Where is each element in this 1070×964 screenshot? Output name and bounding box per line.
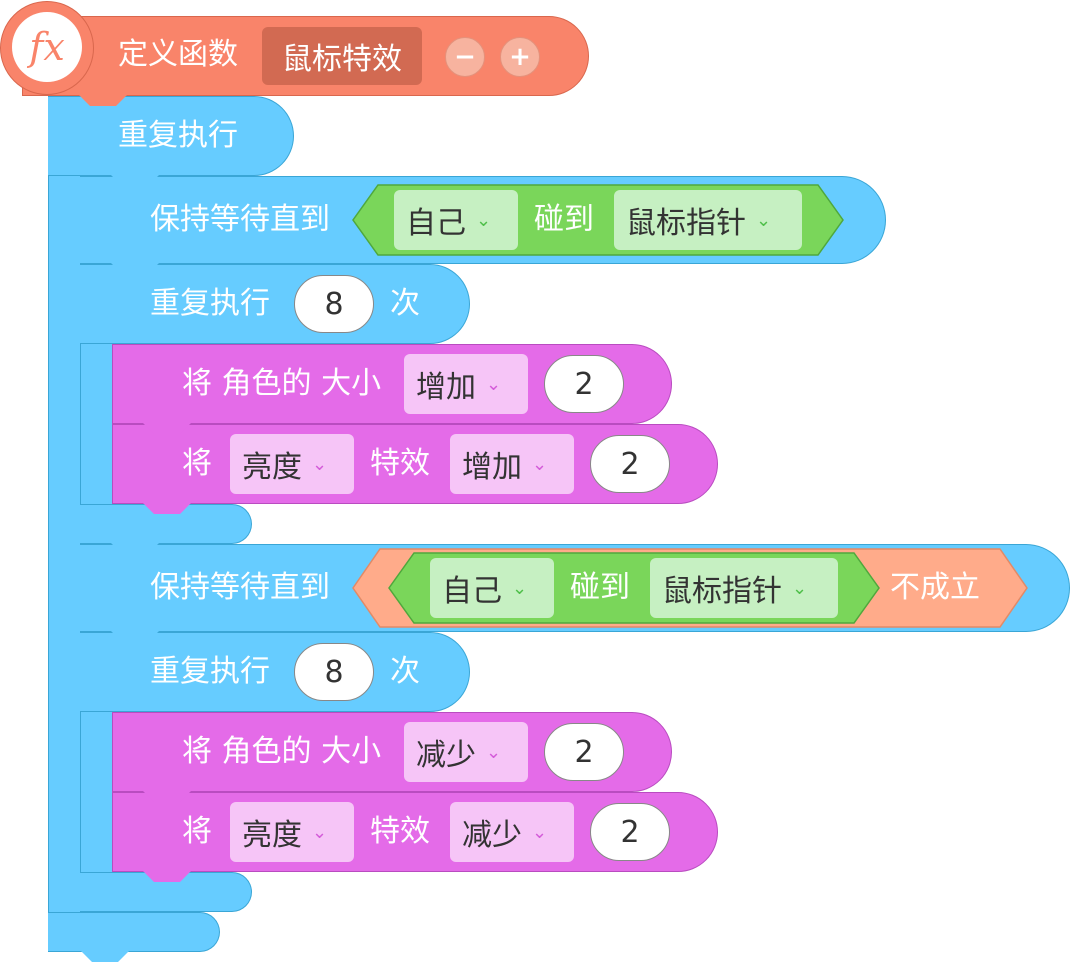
block-notch xyxy=(142,790,192,802)
wait-until-label-2: 保持等待直到 xyxy=(150,570,330,605)
chevron-down-icon: ⌄ xyxy=(312,821,328,843)
add-param-button[interactable]: + xyxy=(500,37,540,77)
remove-param-button[interactable]: − xyxy=(445,37,485,77)
effect-type-dropdown-2[interactable]: 亮度⌄ xyxy=(230,802,354,862)
size-value-input-1[interactable]: 2 xyxy=(544,355,624,413)
touch-object-dropdown-1[interactable]: 鼠标指针⌄ xyxy=(614,190,802,250)
chevron-down-icon: ⌄ xyxy=(756,209,772,231)
effect-type-dropdown-1[interactable]: 亮度⌄ xyxy=(230,434,354,494)
block-notch xyxy=(78,94,128,106)
repeat-count-block-2[interactable] xyxy=(80,632,470,712)
chevron-down-icon: ⌄ xyxy=(486,741,502,763)
change-effect-prefix-1: 将 xyxy=(182,446,212,481)
fx-icon-inner: fx xyxy=(12,12,82,82)
repeat-times-label-1: 次 xyxy=(390,286,420,321)
chevron-down-icon: ⌄ xyxy=(486,373,502,395)
block-notch xyxy=(142,422,192,434)
repeat-forever-arm xyxy=(48,96,82,952)
chevron-down-icon: ⌄ xyxy=(792,577,808,599)
touch-object-dropdown-2[interactable]: 鼠标指针⌄ xyxy=(650,558,838,618)
repeat-count-input-1[interactable]: 8 xyxy=(294,275,374,333)
repeat-count-input-2[interactable]: 8 xyxy=(294,643,374,701)
repeat-times-label-2: 次 xyxy=(390,654,420,689)
change-size-label-1: 将 角色的 大小 xyxy=(182,366,382,401)
not-label: 不成立 xyxy=(890,570,980,605)
effect-op-dropdown-2[interactable]: 减少⌄ xyxy=(450,802,574,862)
block-notch xyxy=(142,870,192,882)
block-notch xyxy=(110,262,160,274)
effect-op-dropdown-1[interactable]: 增加⌄ xyxy=(450,434,574,494)
repeat-forever-block[interactable] xyxy=(48,96,294,176)
size-op-dropdown-2[interactable]: 减少⌄ xyxy=(404,722,528,782)
block-notch xyxy=(142,502,192,514)
touch-target-dropdown-2[interactable]: 自己⌄ xyxy=(430,558,554,618)
wait-until-label-1: 保持等待直到 xyxy=(150,202,330,237)
repeat-label-2: 重复执行 xyxy=(150,654,270,689)
chevron-down-icon: ⌄ xyxy=(532,453,548,475)
chevron-down-icon: ⌄ xyxy=(512,577,528,599)
touch-target-dropdown-1[interactable]: 自己⌄ xyxy=(394,190,518,250)
block-notch xyxy=(110,542,160,554)
effect-value-input-2[interactable]: 2 xyxy=(590,803,670,861)
touch-verb-2: 碰到 xyxy=(570,570,630,605)
change-effect-mid-2: 特效 xyxy=(370,814,430,849)
touch-verb-1: 碰到 xyxy=(534,202,594,237)
repeat-forever-label: 重复执行 xyxy=(118,118,238,153)
bottom-notch xyxy=(80,950,130,962)
chevron-down-icon: ⌄ xyxy=(312,453,328,475)
chevron-down-icon: ⌄ xyxy=(476,209,492,231)
repeat-count-block-1[interactable] xyxy=(80,264,470,344)
repeat-forever-footer xyxy=(48,912,220,952)
change-effect-mid-1: 特效 xyxy=(370,446,430,481)
size-value-input-2[interactable]: 2 xyxy=(544,723,624,781)
change-size-label-2: 将 角色的 大小 xyxy=(182,734,382,769)
size-op-dropdown-1[interactable]: 增加⌄ xyxy=(404,354,528,414)
block-notch xyxy=(110,174,160,186)
define-function-keyword: 定义函数 xyxy=(118,37,238,72)
effect-value-input-1[interactable]: 2 xyxy=(590,435,670,493)
block-notch xyxy=(110,630,160,642)
chevron-down-icon: ⌄ xyxy=(532,821,548,843)
function-name-field[interactable]: 鼠标特效 xyxy=(262,27,422,85)
change-effect-prefix-2: 将 xyxy=(182,814,212,849)
repeat-label-1: 重复执行 xyxy=(150,286,270,321)
